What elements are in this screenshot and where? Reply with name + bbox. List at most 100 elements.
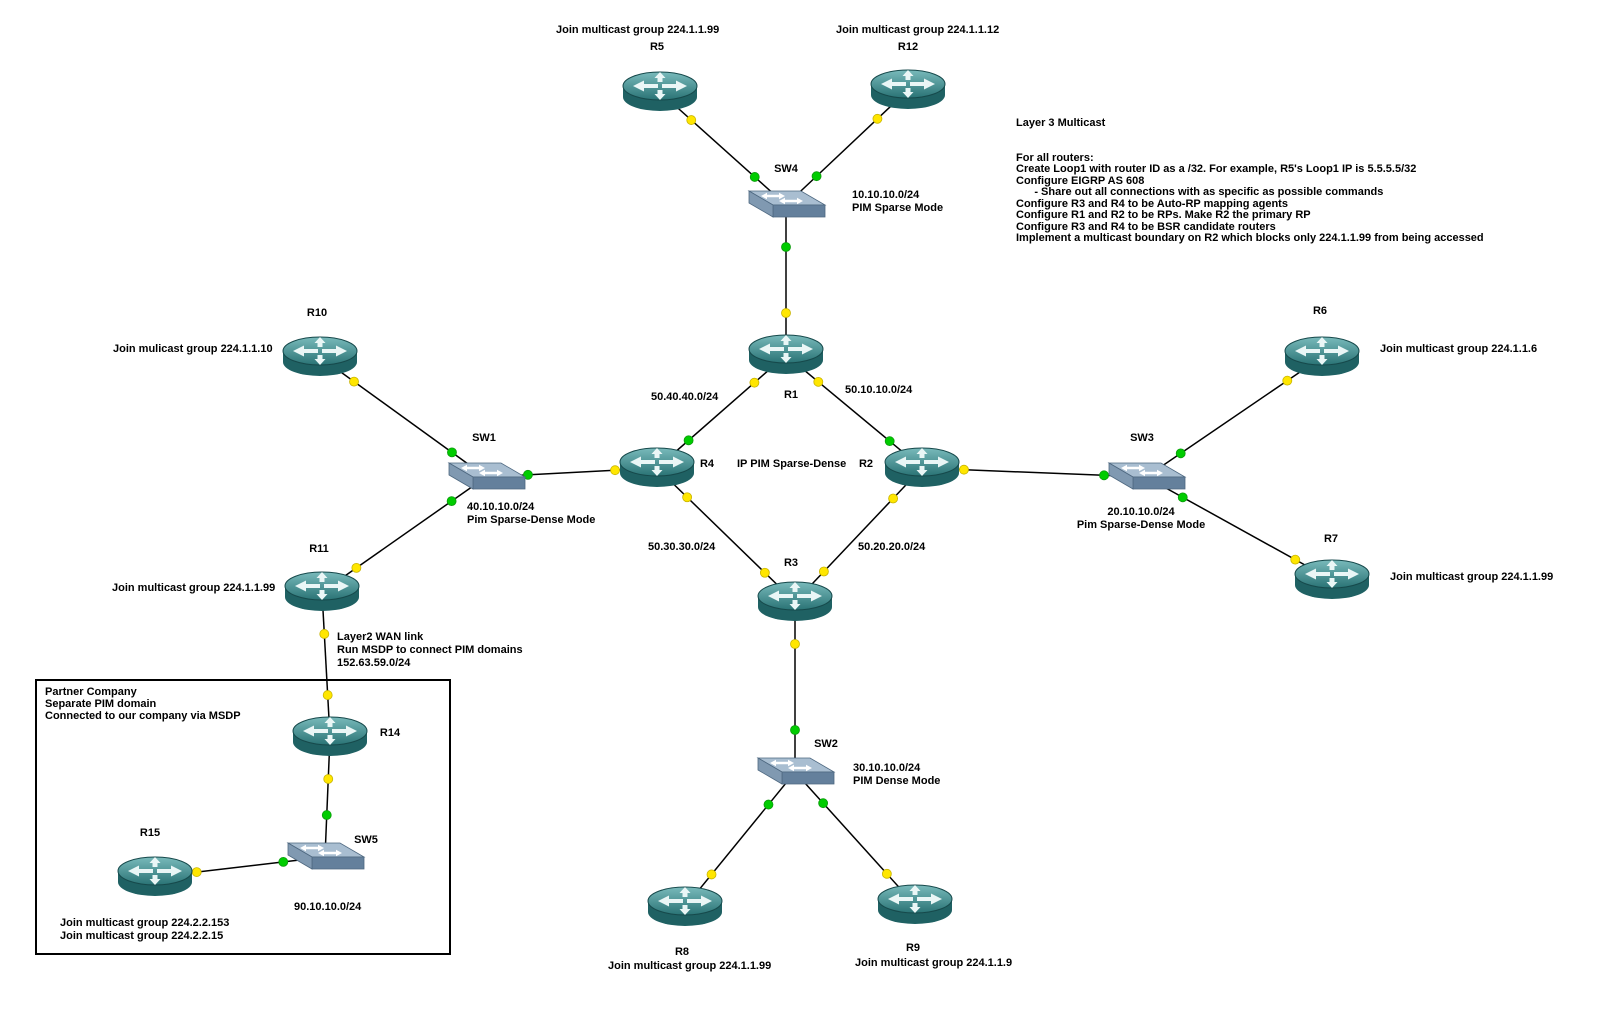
green-interface-status-dot xyxy=(683,435,694,446)
node-label-sw5: SW5 xyxy=(354,834,378,846)
router-r7[interactable] xyxy=(1293,554,1371,611)
caption-join-r7: Join multicast group 224.1.1.99 xyxy=(1390,571,1554,583)
router-icon xyxy=(291,716,369,767)
node-label-r5: R5 xyxy=(649,41,665,53)
yellow-interface-status-dot xyxy=(781,308,791,318)
switch-sw3[interactable] xyxy=(1101,456,1191,503)
node-label-r11: R11 xyxy=(309,543,329,555)
caption-join-r11: Join multicast group 224.1.1.99 xyxy=(112,582,276,594)
green-interface-status-dot xyxy=(749,172,760,182)
link-r14-sw5[interactable] xyxy=(324,736,331,858)
node-label-sw2: SW2 xyxy=(814,738,838,750)
node-label-r8: R8 xyxy=(674,946,690,958)
router-r14[interactable] xyxy=(291,711,369,768)
link-sw1-r10[interactable] xyxy=(319,356,487,478)
yellow-interface-status-dot xyxy=(1282,375,1293,386)
switch-sw5[interactable] xyxy=(280,836,370,883)
green-interface-status-dot xyxy=(811,171,822,182)
router-r10[interactable] xyxy=(281,331,359,388)
router-icon xyxy=(869,69,947,120)
yellow-interface-status-dot xyxy=(610,465,620,476)
caption-join-r6: Join multicast group 224.1.1.6 xyxy=(1380,343,1538,355)
node-label-r6: R6 xyxy=(1312,305,1328,317)
link-r11-r14[interactable] xyxy=(321,591,331,738)
link-sw1-r11[interactable] xyxy=(321,476,487,593)
yellow-interface-status-dot xyxy=(323,774,334,784)
link-sw2-r9[interactable] xyxy=(794,771,916,906)
router-icon xyxy=(883,447,961,498)
link-sw2-r8[interactable] xyxy=(684,771,796,908)
router-r4[interactable] xyxy=(618,442,696,499)
link-sw3-r6[interactable] xyxy=(1145,356,1323,478)
green-interface-status-dot xyxy=(1099,470,1109,481)
router-icon xyxy=(1293,559,1371,610)
router-icon xyxy=(1283,336,1361,387)
router-icon xyxy=(618,447,696,498)
yellow-interface-status-dot xyxy=(322,690,333,700)
node-label-r10: R10 xyxy=(306,307,328,319)
switch-sw1[interactable] xyxy=(441,456,531,503)
caption-join-r5: Join multicast group 224.1.1.99 xyxy=(556,24,720,36)
yellow-interface-status-dot xyxy=(888,493,899,504)
green-interface-status-dot xyxy=(763,799,774,810)
link-r1-r4[interactable] xyxy=(656,354,787,469)
link-r1-r2[interactable] xyxy=(785,354,923,469)
switch-icon xyxy=(280,842,370,882)
link-r4-r3[interactable] xyxy=(656,467,796,603)
node-label-r12: R12 xyxy=(897,41,919,53)
router-icon xyxy=(116,856,194,907)
yellow-interface-status-dot xyxy=(706,869,717,880)
router-r2[interactable] xyxy=(883,442,961,499)
switch-sw4[interactable] xyxy=(741,184,831,231)
router-icon xyxy=(281,336,359,387)
switch-sw2[interactable] xyxy=(750,751,840,798)
caption-join-r9: Join multicast group 224.1.1.9 xyxy=(855,957,1013,969)
caption-subnet-50-40: 50.40.40.0/24 xyxy=(651,391,719,403)
router-r3[interactable] xyxy=(756,576,834,633)
node-label-r14: R14 xyxy=(379,727,401,739)
green-interface-status-dot xyxy=(884,436,895,447)
node-label-r2: R2 xyxy=(858,458,874,470)
router-r5[interactable] xyxy=(621,66,699,123)
link-r12-sw4[interactable] xyxy=(785,89,909,206)
yellow-interface-status-dot xyxy=(682,492,693,503)
node-label-sw1: SW1 xyxy=(472,432,496,444)
node-label-r7: R7 xyxy=(1323,533,1339,545)
green-interface-status-dot xyxy=(446,496,457,507)
green-interface-status-dot xyxy=(278,857,289,867)
yellow-interface-status-dot xyxy=(319,629,330,639)
caption-subnet-50-20: 50.20.20.0/24 xyxy=(858,541,926,553)
router-r8[interactable] xyxy=(646,881,724,938)
node-label-r4: R4 xyxy=(699,458,715,470)
router-r11[interactable] xyxy=(283,566,361,623)
router-icon xyxy=(621,71,699,122)
router-r12[interactable] xyxy=(869,64,947,121)
yellow-interface-status-dot xyxy=(686,115,697,125)
yellow-interface-status-dot xyxy=(790,639,800,649)
green-interface-status-dot xyxy=(447,447,457,458)
instructions-note: Layer 3 Multicast For all routers:Create… xyxy=(1016,117,1484,244)
green-interface-status-dot xyxy=(781,242,791,252)
router-r15[interactable] xyxy=(116,851,194,908)
link-r2-r3[interactable] xyxy=(794,467,923,603)
link-r5-sw4[interactable] xyxy=(659,91,787,206)
router-r1[interactable] xyxy=(747,329,825,386)
router-r9[interactable] xyxy=(876,879,954,936)
link-sw3-r7[interactable] xyxy=(1145,476,1333,581)
node-label-r9: R9 xyxy=(905,942,921,954)
yellow-interface-status-dot xyxy=(351,562,362,573)
router-r6[interactable] xyxy=(1283,331,1361,388)
switch-icon xyxy=(1101,462,1191,502)
node-label-r1: R1 xyxy=(783,389,799,401)
yellow-interface-status-dot xyxy=(881,868,892,879)
green-interface-status-dot xyxy=(1177,492,1188,503)
